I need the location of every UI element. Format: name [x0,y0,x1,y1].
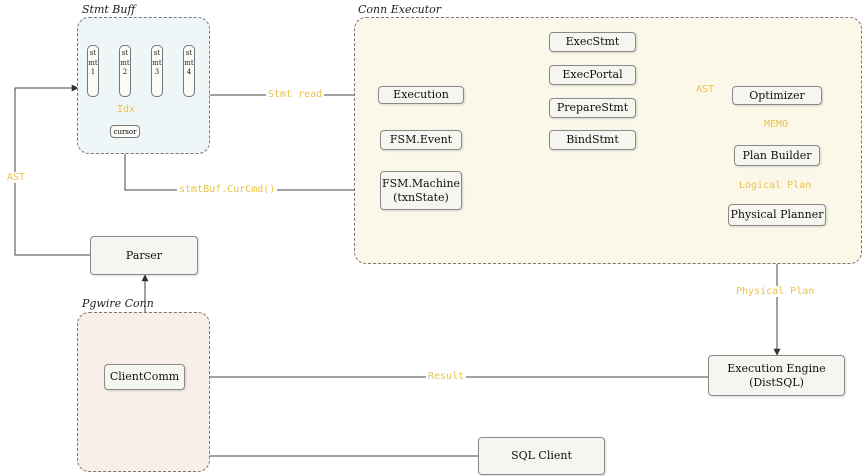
conn-executor-title: Conn Executor [358,3,441,16]
label-ast-left: AST [5,172,28,183]
cursor-box: cursor [110,125,140,138]
execution-node: Execution [378,86,464,104]
label-stmt-read: Stmt read [266,89,325,100]
stmt-slot-1: stmt1 [87,45,99,97]
exec-stmt-node: ExecStmt [549,32,636,52]
label-logical-plan: Logical Plan [737,180,814,191]
execution-engine-node: Execution Engine (DistSQL) [708,355,845,396]
fsm-machine-node: FSM.Machine (txnState) [380,171,462,210]
pgwire-conn-title: Pgwire Conn [82,297,154,310]
sql-client-node: SQL Client [478,437,605,475]
fsm-event-node: FSM.Event [380,130,462,150]
label-memo: MEMO [762,119,791,130]
label-result: Result [426,371,467,382]
stmt-buff-title: Stmt Buff [82,3,136,16]
pgwire-conn-group [77,312,210,472]
label-curcmd: stmtBuf.CurCmd() [177,184,278,195]
stmt-slot-3: stmt3 [151,45,163,97]
client-comm-node: ClientComm [104,364,185,390]
stmt-slot-2: stmt2 [119,45,131,97]
idx-label: Idx [115,104,138,115]
prepare-stmt-node: PrepareStmt [549,98,636,118]
plan-builder-node: Plan Builder [734,145,820,166]
exec-portal-node: ExecPortal [549,65,636,85]
parser-node: Parser [90,236,198,275]
label-ast-right: AST [694,84,717,95]
optimizer-node: Optimizer [732,86,822,105]
bind-stmt-node: BindStmt [549,130,636,150]
stmt-slot-4: stmt4 [183,45,195,97]
label-physical-plan: Physical Plan [734,286,817,297]
physical-planner-node: Physical Planner [728,204,826,226]
